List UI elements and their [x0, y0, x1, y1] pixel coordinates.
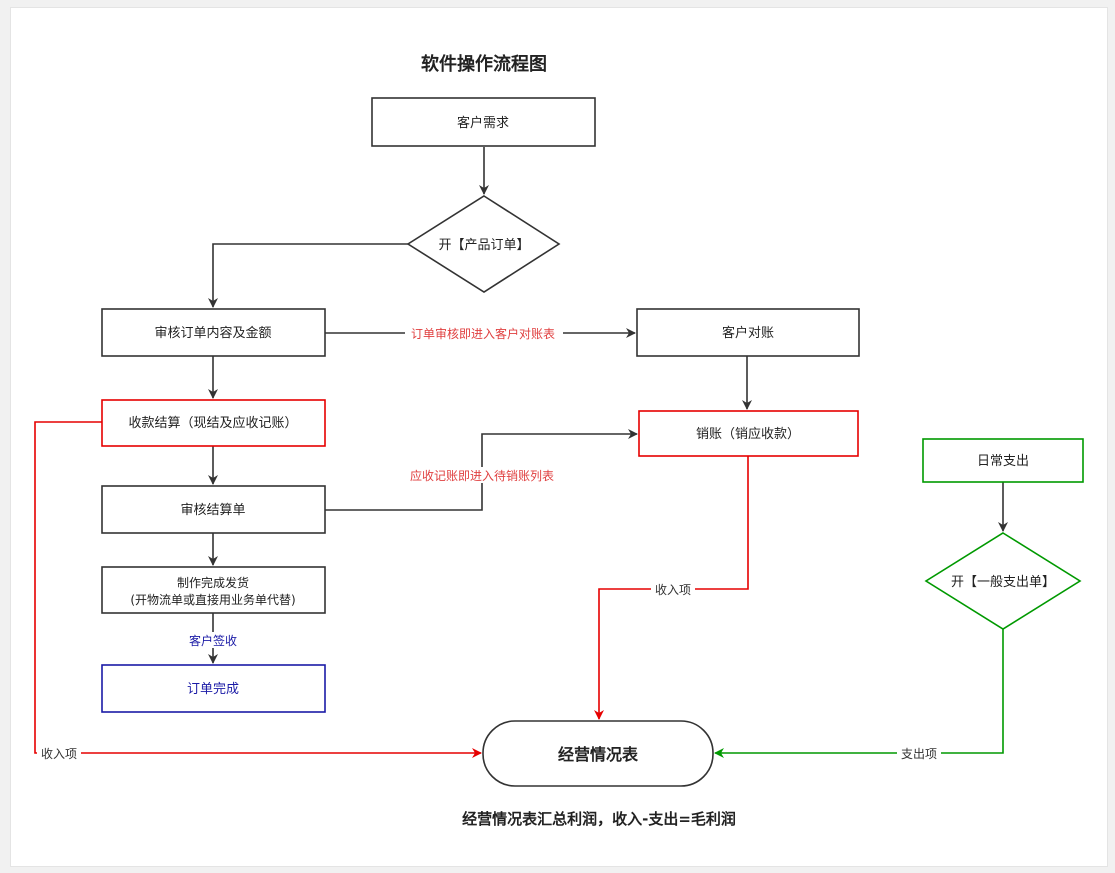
node-write-off-label: 销账（销应收款） [696, 426, 800, 442]
node-general-expense-label: 开【一般支出单】 [951, 574, 1055, 590]
flowchart-svg: 软件操作流程图 订单审核即进入客户对账表 应收记账即进入待销账列表 客户签收 收… [34, 53, 1084, 828]
node-review-order[interactable]: 审核订单内容及金额 [101, 308, 326, 357]
node-product-order[interactable]: 开【产品订单】 [406, 195, 561, 293]
node-customer-reconcile-label: 客户对账 [722, 325, 774, 341]
node-customer-demand-label: 客户需求 [457, 115, 509, 131]
node-general-expense[interactable]: 开【一般支出单】 [924, 532, 1082, 630]
node-daily-expense[interactable]: 日常支出 [922, 438, 1084, 483]
edge-payment-to-report [34, 421, 482, 758]
edge-label-to-reconcile: 订单审核即进入客户对账表 [411, 326, 555, 341]
edge-label-income-right: 收入项 [655, 583, 691, 597]
node-customer-demand[interactable]: 客户需求 [371, 97, 596, 147]
node-review-order-label: 审核订单内容及金额 [154, 325, 271, 341]
edge-general-to-report [714, 629, 1004, 758]
node-business-report[interactable]: 经营情况表 [482, 720, 714, 787]
node-business-report-label: 经营情况表 [558, 745, 639, 764]
node-payment-settle[interactable]: 收款结算（现结及应收记账） [101, 399, 326, 447]
node-make-ship-label-1: 制作完成发货 [177, 575, 249, 590]
edge-label-expense: 支出项 [901, 747, 937, 761]
node-order-complete[interactable]: 订单完成 [101, 664, 326, 713]
node-review-settle[interactable]: 审核结算单 [101, 485, 326, 534]
node-review-settle-label: 审核结算单 [180, 503, 245, 518]
node-daily-expense-label: 日常支出 [977, 454, 1029, 469]
edge-label-income-left: 收入项 [41, 747, 77, 761]
node-write-off[interactable]: 销账（销应收款） [638, 410, 859, 457]
node-order-complete-label: 订单完成 [187, 682, 239, 697]
edge-label-customer-sign: 客户签收 [189, 633, 237, 648]
node-payment-settle-label: 收款结算（现结及应收记账） [128, 415, 297, 431]
summary-note: 经营情况表汇总利润，收入-支出=毛利润 [462, 810, 736, 828]
node-make-ship[interactable]: 制作完成发货 (开物流单或直接用业务单代替) [101, 566, 326, 614]
node-make-ship-label-2: (开物流单或直接用业务单代替) [130, 592, 295, 607]
node-product-order-label: 开【产品订单】 [438, 238, 529, 253]
diagram-canvas: 软件操作流程图 订单审核即进入客户对账表 应收记账即进入待销账列表 客户签收 收… [10, 7, 1108, 867]
node-customer-reconcile[interactable]: 客户对账 [636, 308, 860, 357]
edge-label-to-writeoff: 应收记账即进入待销账列表 [410, 468, 554, 483]
diagram-title: 软件操作流程图 [421, 53, 547, 75]
edge-order-to-review [208, 243, 408, 308]
